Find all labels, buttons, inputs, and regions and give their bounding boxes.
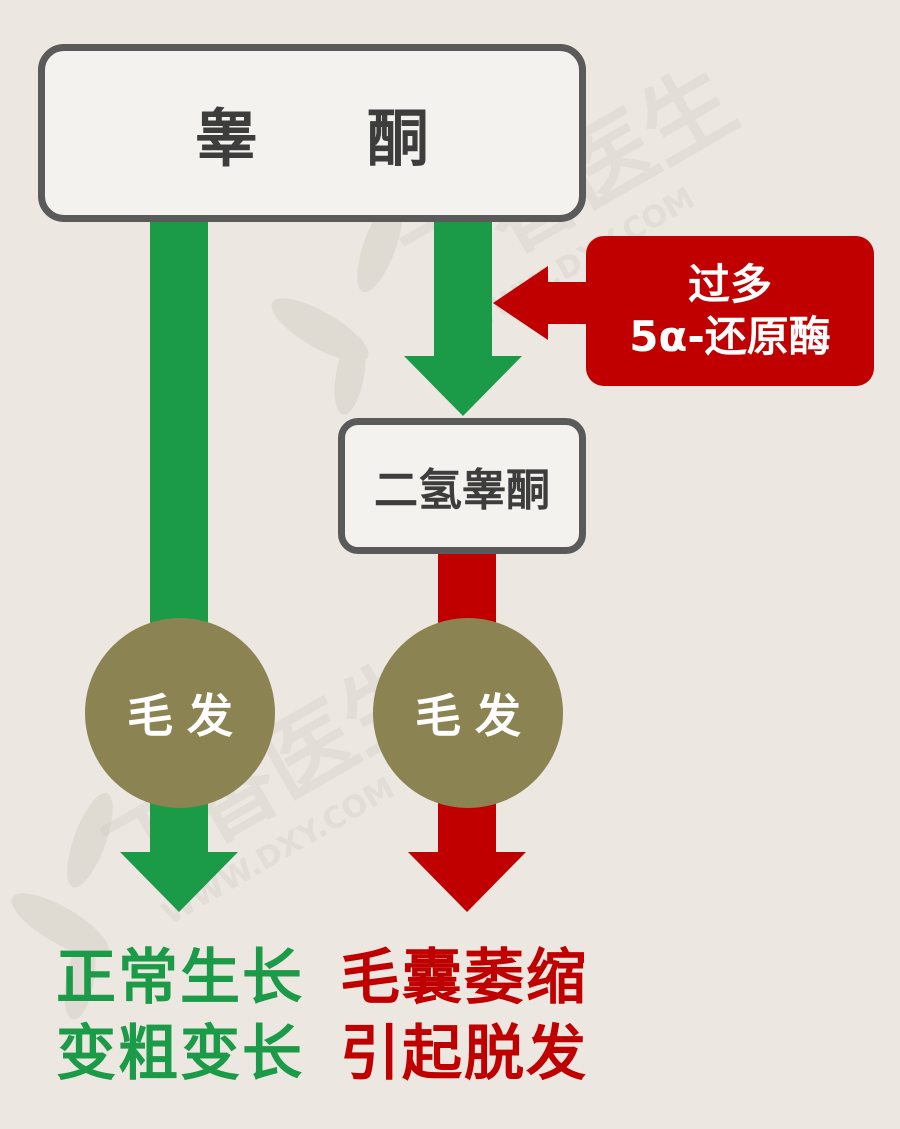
node-hair-left: 毛发: [85, 618, 275, 808]
outcome-left: 正常生长 变粗变长: [56, 940, 304, 1092]
enzyme-line-1: 过多: [687, 259, 772, 309]
green-arrow-head-mid: [404, 356, 522, 416]
node-dht: 二氢睾酮: [338, 418, 586, 554]
leaf-logo-icon: [271, 197, 403, 415]
outcome-left-line-2: 变粗变长: [56, 1019, 304, 1089]
node-testosterone: 睾 酮: [38, 44, 586, 222]
outcome-left-line-1: 正常生长: [56, 943, 304, 1013]
green-arrow-head-left: [120, 852, 238, 912]
outcome-right: 毛囊萎缩 引起脱发: [340, 940, 588, 1092]
enzyme-arrow-shaft: [545, 282, 586, 324]
enzyme-arrow-head: [493, 266, 548, 340]
outcome-right-line-1: 毛囊萎缩: [340, 943, 588, 1013]
enzyme-line-2: 5α-还原酶: [629, 312, 831, 361]
red-arrow-head-right: [408, 852, 526, 912]
green-arrow-shaft-mid: [434, 222, 492, 358]
leaf-logo-icon: [11, 792, 113, 1020]
outcome-right-line-2: 引起脱发: [340, 1019, 588, 1089]
node-enzyme: 过多 5α-还原酶: [586, 236, 874, 386]
node-hair-right: 毛发: [373, 618, 563, 808]
